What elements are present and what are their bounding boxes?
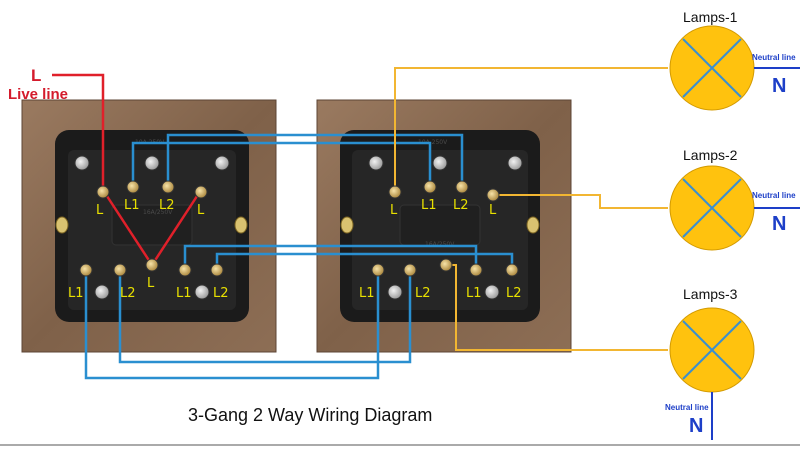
terminal-label: L2 (415, 286, 431, 301)
terminal-icon (469, 263, 483, 277)
terminal-icon (126, 180, 140, 194)
terminal-icon (423, 180, 437, 194)
terminal-label: L (197, 203, 205, 218)
terminal-label: L1 (68, 286, 84, 301)
screw-icon (368, 155, 384, 171)
terminal-icon (194, 185, 208, 199)
lamp-3-neutral-symbol: N (689, 415, 703, 437)
screw-icon (484, 284, 500, 300)
lamp-2: Lamps-2 Neutral line N (669, 147, 800, 251)
lamp-3-neutral-label: Neutral line (665, 403, 709, 412)
terminal-icon (505, 263, 519, 277)
terminal-icon (403, 263, 417, 277)
switch-1-mount-hole-left (55, 216, 69, 234)
lamp-1-title: Lamps-1 (683, 9, 738, 25)
screw-icon (387, 284, 403, 300)
diagram-caption: 3-Gang 2 Way Wiring Diagram (188, 405, 432, 425)
lamp-wire-2 (493, 194, 668, 209)
terminal-icon (145, 258, 159, 272)
traveller-wire-3-L1 (183, 244, 478, 268)
terminal-label: L1 (466, 286, 482, 301)
terminal-label: L2 (453, 198, 469, 213)
terminal-label: L (390, 203, 398, 218)
live-wire-feed (52, 73, 105, 190)
traveller-wire-1-L2 (166, 133, 464, 185)
switch-1-labels: L L1 L2 L L1 L2 L L1 L2 (68, 198, 229, 301)
switch-2-labels: L L1 L2 L L1 L2 L1 L2 (359, 198, 522, 301)
terminal-icon (371, 263, 385, 277)
terminal-icon (210, 263, 224, 277)
switch-1: 10A 250V 16A/250V (21, 99, 277, 353)
terminal-label: L2 (159, 198, 175, 213)
terminal-label: L (147, 276, 155, 291)
live-symbol: L (31, 66, 41, 85)
terminal-icon (96, 185, 110, 199)
screw-icon (94, 284, 110, 300)
terminal-icon (388, 185, 402, 199)
lamp-1: Lamps-1 Neutral line N (669, 9, 800, 111)
terminal-icon (455, 180, 469, 194)
screw-icon (432, 155, 448, 171)
switch-2-mount-hole-left (340, 216, 354, 234)
live-wire-jumper-2 (150, 189, 203, 266)
terminal-label: L (489, 203, 497, 218)
lamp-2-title: Lamps-2 (683, 147, 738, 163)
lamp-wire-1 (394, 67, 668, 190)
screws (74, 155, 523, 300)
screw-icon (507, 155, 523, 171)
lamp-3-title: Lamps-3 (683, 286, 738, 302)
screw-icon (194, 284, 210, 300)
terminal-icon (161, 180, 175, 194)
switch-2-terminals (371, 180, 519, 277)
screw-icon (214, 155, 230, 171)
live-line-label: Live line (8, 86, 68, 103)
lamp-1-neutral-symbol: N (772, 75, 786, 97)
terminal-label: L2 (120, 286, 136, 301)
switch-1-terminals (79, 180, 224, 277)
live-wire-jumper-1 (101, 189, 154, 266)
terminal-icon (113, 263, 127, 277)
terminal-label: L (96, 203, 104, 218)
lamp-1-neutral-label: Neutral line (752, 53, 796, 62)
terminal-label: L2 (506, 286, 522, 301)
terminal-label: L1 (421, 198, 437, 213)
traveller-wire-2-L1 (84, 268, 380, 380)
terminal-icon (486, 188, 500, 202)
live-wires (52, 73, 203, 266)
switch-2-rating-mid: 16A/250V (425, 241, 455, 248)
lamp-3: Lamps-3 Neutral line N (665, 286, 755, 440)
terminal-label: L1 (124, 198, 140, 213)
terminal-icon (439, 258, 453, 272)
screw-icon (74, 155, 90, 171)
terminal-label: L1 (359, 286, 375, 301)
terminal-label: L1 (176, 286, 192, 301)
traveller-wire-1-L1 (131, 141, 432, 185)
traveller-wires (84, 133, 514, 380)
switch-1-rating-mid: 16A/250V (143, 209, 173, 216)
switch-2-rating: 10A 250V (418, 139, 448, 146)
lamp-2-neutral-symbol: N (772, 213, 786, 235)
lamp-2-neutral-label: Neutral line (752, 191, 796, 200)
switch-1-mount-hole-right (234, 216, 248, 234)
screw-icon (144, 155, 160, 171)
traveller-wire-3-L2 (215, 252, 514, 268)
switch-2-mount-hole-right (526, 216, 540, 234)
switch-2: 10A 250V 16A/250V (316, 99, 572, 353)
terminal-icon (178, 263, 192, 277)
terminal-icon (79, 263, 93, 277)
terminal-label: L2 (213, 286, 229, 301)
traveller-wire-2-L2 (118, 268, 412, 364)
